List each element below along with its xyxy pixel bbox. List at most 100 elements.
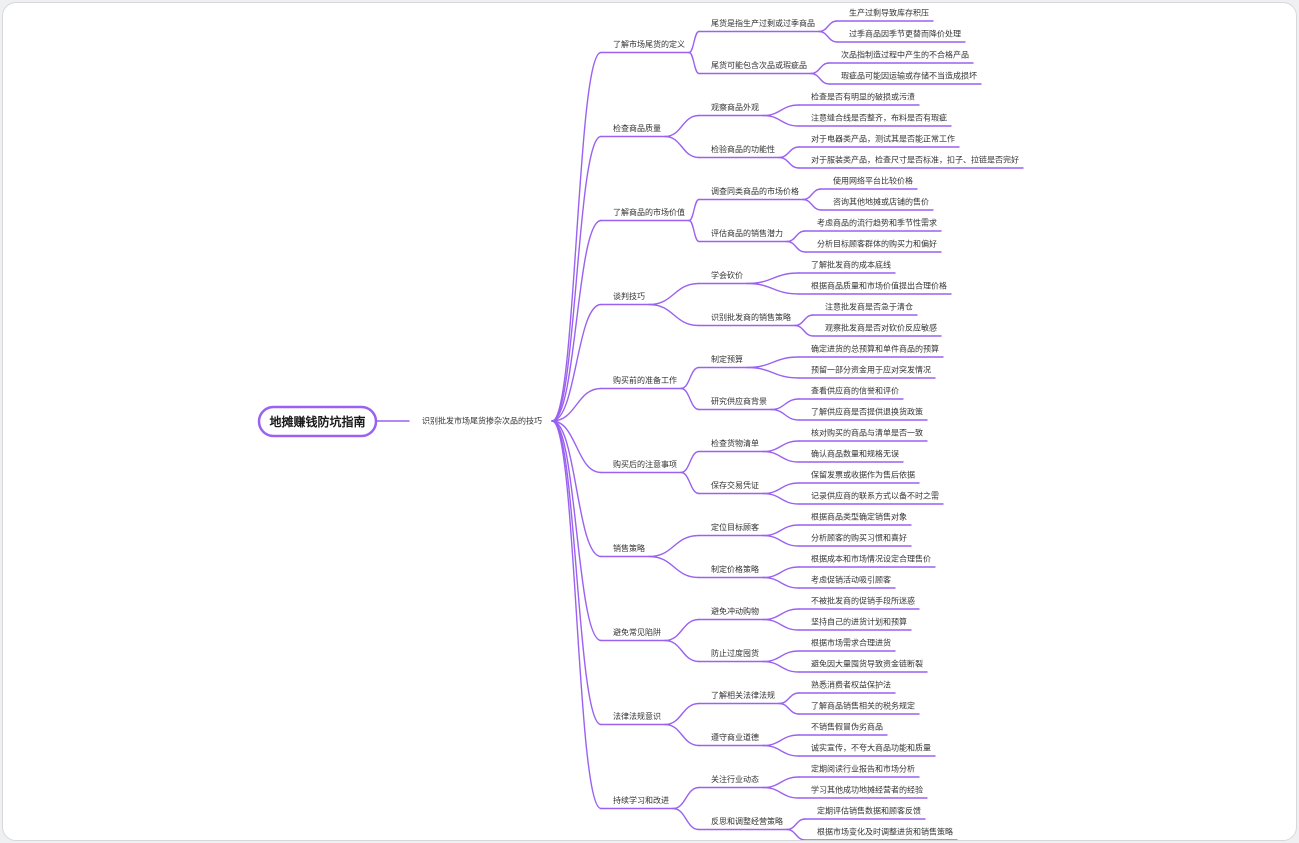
edge-leaf-10-1-2 [762, 786, 800, 799]
leaf-2-2-1: 对于电器类产品，测试其是否能正常工作 [811, 134, 955, 144]
edge-leaf-6-2-2 [762, 492, 800, 505]
edge-topic-branch-8 [551, 420, 602, 642]
subtopic-5-1: 制定预算 [711, 354, 743, 364]
edge-branch-6-sub-2 [680, 471, 700, 495]
edge-leaf-3-1-2 [802, 198, 822, 211]
branch-6: 购买后的注意事项 [613, 459, 677, 469]
edge-leaf-8-1-1 [762, 608, 800, 621]
leaf-10-1-1: 定期阅读行业报告和市场分析 [811, 764, 915, 774]
leaf-6-2-2: 记录供应商的联系方式以备不时之需 [811, 491, 939, 501]
leaf-2-2-2: 对于服装类产品，检查尺寸是否标准，扣子、拉链是否完好 [811, 155, 1019, 165]
edge-leaf-3-2-2 [786, 240, 806, 253]
subtopic-7-2: 制定价格策略 [711, 564, 759, 574]
edge-leaf-7-2-2 [762, 576, 800, 589]
leaf-10-1-2: 学习其他成功地摊经营者的经验 [811, 785, 923, 795]
edge-branch-4-sub-1 [648, 282, 700, 306]
edge-leaf-7-1-1 [762, 524, 800, 537]
leaf-7-2-2: 考虑促销活动吸引顾客 [811, 575, 891, 585]
edge-branch-1-sub-1 [688, 30, 700, 54]
leaf-4-2-2: 观察批发商是否对砍价反应敏感 [825, 323, 937, 333]
branch-2: 检查商品质量 [613, 123, 661, 133]
edge-branch-10-sub-2 [672, 807, 700, 831]
branch-4: 谈判技巧 [613, 291, 645, 301]
leaf-2-1-1: 检查是否有明显的破损或污渍 [811, 92, 915, 102]
subtopic-1-2: 尾货可能包含次品或瑕疵品 [711, 60, 807, 70]
edge-leaf-4-1-1 [746, 272, 800, 285]
edge-leaf-2-2-2 [778, 156, 800, 169]
leaf-10-2-1: 定期评估销售数据和顾客反馈 [817, 806, 921, 816]
edge-branch-3-sub-1 [688, 198, 700, 222]
leaf-7-1-2: 分析顾客的购买习惯和喜好 [811, 533, 907, 543]
leaf-9-2-2: 诚实宣传，不夸大商品功能和质量 [811, 743, 931, 753]
mindmap-diagram: 地摊赚钱防坑指南识别批发市场尾货掺杂次品的技巧了解市场尾货的定义尾货是指生产过剩… [257, 8, 1024, 840]
edge-branch-5-sub-1 [680, 366, 700, 390]
subtopic-2-1: 观察商品外观 [711, 102, 759, 112]
leaf-3-2-2: 分析目标顾客群体的购买力和偏好 [817, 239, 937, 249]
branch-1: 了解市场尾货的定义 [613, 39, 685, 49]
edge-leaf-1-1-1 [818, 20, 838, 33]
edge-branch-9-sub-1 [664, 702, 700, 726]
edge-leaf-4-2-1 [794, 314, 814, 327]
edge-branch-2-sub-1 [664, 114, 700, 138]
edge-branch-3-sub-2 [688, 219, 700, 243]
edge-topic-branch-7 [551, 420, 602, 558]
edge-leaf-1-1-2 [818, 30, 838, 43]
subtopic-9-1: 了解相关法律法规 [711, 690, 775, 700]
subtopic-9-2: 遵守商业道德 [711, 732, 759, 742]
edge-leaf-3-1-1 [802, 188, 822, 201]
edge-topic-branch-9 [551, 420, 602, 726]
subtopic-3-2: 评估商品的销售潜力 [711, 228, 783, 238]
edge-leaf-5-2-1 [770, 398, 800, 411]
leaf-3-2-1: 考虑商品的流行趋势和季节性需求 [817, 218, 937, 228]
edge-branch-10-sub-1 [672, 786, 700, 810]
edge-leaf-8-1-2 [762, 618, 800, 631]
edge-topic-branch-3 [551, 219, 602, 422]
edge-branch-9-sub-2 [664, 723, 700, 747]
leaf-3-1-2: 咨询其他地摊或店铺的售价 [833, 197, 929, 207]
root-node: 地摊赚钱防坑指南 [257, 405, 378, 438]
edge-leaf-4-2-2 [794, 324, 814, 337]
leaf-8-2-2: 避免因大量囤货导致资金链断裂 [811, 659, 923, 669]
edge-branch-5-sub-2 [680, 387, 700, 411]
edge-leaf-3-2-1 [786, 230, 806, 243]
edge-leaf-9-1-2 [778, 702, 800, 715]
leaf-8-1-1: 不被批发商的促销手段所迷惑 [811, 596, 915, 606]
edge-leaf-10-2-1 [786, 818, 806, 831]
leaf-4-1-2: 根据商品质量和市场价值提出合理价格 [811, 281, 947, 291]
branch-9: 法律法规意识 [613, 711, 661, 721]
edge-branch-2-sub-2 [664, 135, 700, 159]
leaf-9-1-2: 了解商品销售相关的税务规定 [811, 701, 915, 711]
edge-leaf-2-1-1 [762, 104, 800, 117]
edge-leaf-5-1-1 [746, 356, 800, 369]
subtopic-6-1: 检查货物清单 [711, 438, 759, 448]
branch-8: 避免常见陷阱 [613, 627, 661, 637]
leaf-3-1-1: 使用网络平台比较价格 [833, 176, 913, 186]
edge-leaf-7-1-2 [762, 534, 800, 547]
edge-branch-6-sub-1 [680, 450, 700, 474]
subtopic-10-1: 关注行业动态 [711, 774, 759, 784]
edge-leaf-6-2-1 [762, 482, 800, 495]
leaf-1-1-2: 过季商品因季节更替而降价处理 [849, 29, 961, 39]
edge-leaf-8-2-2 [762, 660, 800, 673]
leaf-9-2-1: 不销售假冒伪劣商品 [811, 722, 883, 732]
edge-leaf-7-2-1 [762, 566, 800, 579]
edge-branch-8-sub-2 [664, 639, 700, 663]
leaf-7-2-1: 根据成本和市场情况设定合理售价 [811, 554, 931, 564]
edge-topic-branch-4 [551, 303, 602, 422]
leaf-1-1-1: 生产过剩导致库存积压 [849, 8, 929, 18]
leaf-6-1-1: 核对购买的商品与清单是否一致 [811, 428, 923, 438]
leaf-2-1-2: 注意缝合线是否整齐，布料是否有瑕疵 [811, 113, 947, 123]
leaf-8-2-1: 根据市场需求合理进货 [811, 638, 891, 648]
edge-branch-1-sub-2 [688, 51, 700, 75]
leaf-5-2-1: 查看供应商的信誉和评价 [811, 386, 899, 396]
root-node-label: 地摊赚钱防坑指南 [269, 414, 365, 429]
subtopic-4-2: 识别批发商的销售策略 [711, 312, 791, 322]
edge-topic-branch-5 [551, 387, 602, 422]
leaf-7-1-1: 根据商品类型确定销售对象 [811, 512, 907, 522]
leaf-5-1-2: 预留一部分资金用于应对突发情况 [811, 365, 931, 375]
edge-leaf-1-2-1 [810, 62, 830, 75]
subtopic-3-1: 调查同类商品的市场价格 [711, 186, 799, 196]
leaf-6-2-1: 保留发票或收据作为售后依据 [811, 470, 915, 480]
subtopic-8-2: 防止过度囤货 [711, 648, 759, 658]
